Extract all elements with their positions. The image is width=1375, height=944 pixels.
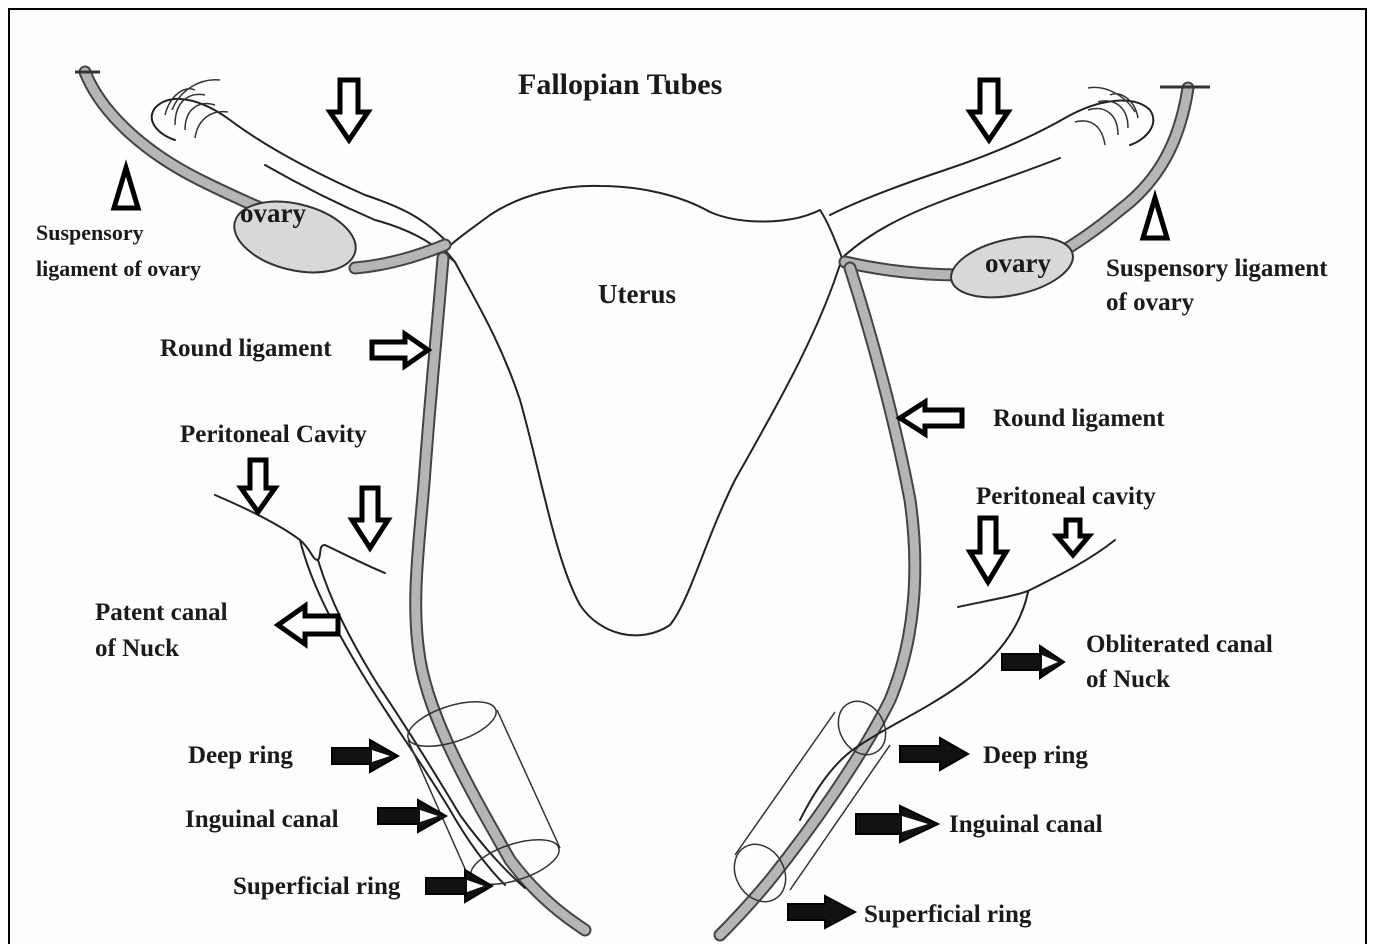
suspensory-right-label-1: Suspensory ligament	[1106, 255, 1328, 282]
obliterated-canal-label-1: Obliterated canal	[1086, 631, 1273, 658]
suspensory-left-marker	[114, 168, 138, 208]
fallopian-tubes-title: Fallopian Tubes	[518, 68, 722, 101]
left-fimbriae	[165, 80, 228, 138]
round-ligament-right-label: Round ligament	[993, 405, 1165, 432]
patent-canal-label-1: Patent canal	[95, 599, 228, 626]
fallopian-left-down-arrow	[330, 80, 368, 140]
suspensory-left-label-1: Suspensory	[36, 220, 144, 245]
uterus-label: Uterus	[598, 279, 676, 309]
superficial-ring-right-label: Superficial ring	[864, 901, 1032, 928]
left-round-ligament-edge	[416, 258, 585, 930]
peritoneal-cavity-left-label: Peritoneal Cavity	[180, 421, 367, 448]
suspensory-left-label-2: ligament of ovary	[36, 256, 201, 281]
deep-ring-right-label: Deep ring	[983, 742, 1088, 769]
suspensory-right-marker	[1143, 198, 1167, 238]
peritoneal-cavity-right-label: Peritoneal cavity	[976, 483, 1156, 510]
inguinal-canal-right-label: Inguinal canal	[949, 811, 1103, 838]
round-ligament-left-arrow	[372, 334, 428, 366]
right-fimbriae	[1075, 87, 1138, 145]
uterus-outline	[445, 186, 842, 635]
peritoneal-left-arrow-1	[241, 460, 275, 512]
obliterated-canal-label-2: of Nuck	[1086, 666, 1170, 693]
left-round-ligament	[416, 258, 585, 930]
peritoneal-left-arrow-2	[352, 488, 388, 548]
round-ligament-right-arrow	[900, 402, 962, 434]
left-inguinal-canal-tube	[408, 710, 560, 880]
patent-canal-label-2: of Nuck	[95, 635, 179, 662]
round-ligament-left-label: Round ligament	[160, 335, 332, 362]
superficial-ring-right-arrow	[788, 896, 855, 928]
suspensory-right-label-2: of ovary	[1106, 289, 1195, 316]
fallopian-right-down-arrow	[970, 80, 1008, 140]
ovary-right-label: ovary	[985, 248, 1051, 278]
ovary-left-label: ovary	[240, 198, 306, 228]
peritoneal-right-arrow-2	[1057, 520, 1089, 555]
superficial-ring-left-label: Superficial ring	[233, 873, 401, 900]
deep-ring-right-arrow	[900, 738, 968, 770]
peritoneal-right-arrow-1	[970, 518, 1006, 582]
deep-ring-left-label: Deep ring	[188, 742, 293, 769]
patent-canal-arrow	[278, 606, 338, 644]
inguinal-canal-left-label: Inguinal canal	[185, 806, 339, 833]
